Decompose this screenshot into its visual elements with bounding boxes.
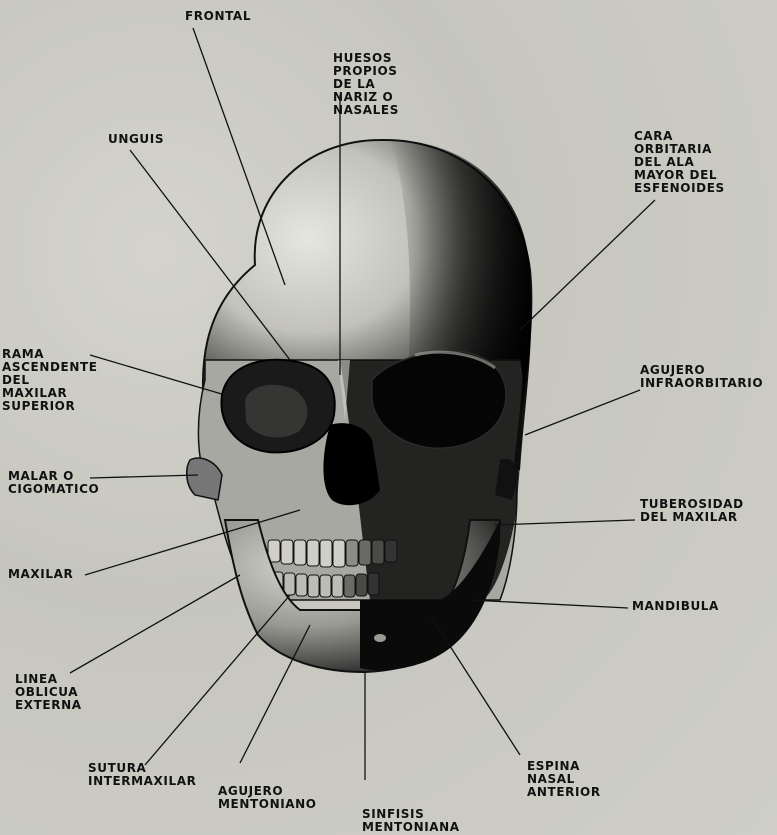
label-linea-oblicua: LINEA OBLICUA EXTERNA <box>15 673 82 712</box>
label-tuberosidad: TUBEROSIDAD DEL MAXILAR <box>640 498 744 524</box>
label-agujero-infraorbitario: AGUJERO INFRAORBITARIO <box>640 364 763 390</box>
label-agujero-mentoniano: AGUJERO MENTONIANO <box>218 785 317 811</box>
label-sutura-intermaxilar: SUTURA INTERMAXILAR <box>88 762 196 788</box>
label-cara-orbitaria: CARA ORBITARIA DEL ALA MAYOR DEL ESFENOI… <box>634 130 725 195</box>
label-espina-nasal: ESPINA NASAL ANTERIOR <box>527 760 601 799</box>
mental-foramen <box>374 634 386 642</box>
label-frontal: FRONTAL <box>185 10 251 23</box>
lower-teeth <box>272 572 379 597</box>
label-sinfisis: SINFISIS MENTONIANA <box>362 808 460 834</box>
right-orbit <box>372 351 506 448</box>
label-malar: MALAR O CIGOMATICO <box>8 470 99 496</box>
label-huesos-propios: HUESOS PROPIOS DE LA NARIZ O NASALES <box>333 52 399 117</box>
upper-teeth <box>268 540 397 567</box>
label-unguis: UNGUIS <box>108 133 164 146</box>
label-mandibula: MANDIBULA <box>632 600 719 613</box>
left-orbit-inner <box>245 385 307 438</box>
label-maxilar: MAXILAR <box>8 568 73 581</box>
label-rama-ascendente: RAMA ASCENDENTE DEL MAXILAR SUPERIOR <box>2 348 98 413</box>
